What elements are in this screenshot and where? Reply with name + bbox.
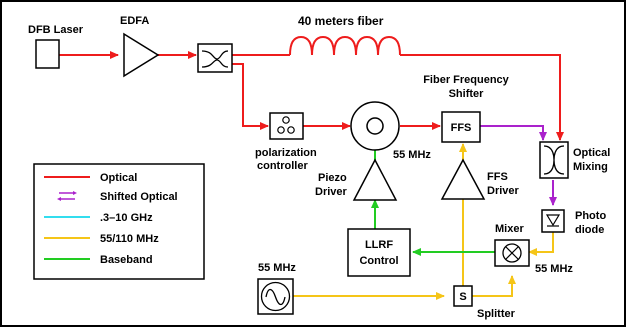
ffs-to-mixing-line: [480, 125, 547, 141]
polarization-label-line1: polarization: [255, 147, 317, 159]
mixer-label: Mixer: [495, 223, 524, 235]
ffs-box-label: FFS: [451, 122, 472, 134]
legend-label-shifted-optical: Shifted Optical: [100, 191, 178, 203]
photodiode-to-mixer-line: [528, 232, 554, 256]
fiber-coil: [289, 35, 401, 56]
edfa-triangle: [123, 32, 160, 78]
ffs-title-line2: Shifter: [449, 88, 485, 100]
llrf-label-line1: LLRF: [365, 239, 393, 251]
mixing-curve-bottom: [543, 159, 565, 175]
legend-shifted-arrow-left: [57, 197, 61, 201]
piezo-driver-label-line2: Driver: [315, 186, 348, 198]
ffs-title-line1: Fiber Frequency: [423, 74, 509, 86]
shifted-optical-paths: [480, 125, 557, 206]
splitter-box: [453, 285, 473, 307]
fiber-label: 40 meters fiber: [298, 14, 384, 28]
splitter-box-label: S: [459, 291, 466, 303]
optical-mixing-label-line2: Mixing: [573, 161, 608, 173]
polarization-loop-icon: [277, 126, 285, 134]
ffs-frequency-label: 55 MHz: [393, 149, 431, 161]
llrf-label-line2: Control: [359, 255, 398, 267]
coupler-curve-top: [201, 50, 229, 60]
dfb-laser-box: [35, 39, 60, 69]
photodiode-icon: [545, 214, 561, 227]
piezo-driver-label-line1: Piezo: [318, 172, 347, 184]
mhz-paths: [293, 143, 554, 300]
legend-label-ghz: .3–10 GHz: [100, 212, 153, 224]
mixer-frequency-label: 55 MHz: [535, 263, 573, 275]
polarization-loop-icon: [287, 126, 295, 134]
llrf-control-box: [347, 228, 411, 277]
fiber-to-mixing-line: [400, 54, 564, 141]
edfa-label: EDFA: [120, 15, 149, 27]
ffs-driver-label-line2: Driver: [487, 185, 520, 197]
splitter-to-mixer-line: [472, 275, 516, 297]
legend: Optical Shifted Optical .3–10 GHz 55/110…: [33, 163, 205, 280]
piezo-driver-triangle: [352, 158, 398, 201]
sine-wave-icon: [265, 288, 286, 306]
coupler-to-polarization-line: [224, 63, 269, 130]
piezo-stretcher-inner-ring: [366, 117, 384, 135]
coupler-curve-bottom: [201, 59, 229, 68]
photodiode-label-line2: diode: [575, 224, 604, 236]
optical-mixing-label-line1: Optical: [573, 147, 610, 159]
legend-label-mhz: 55/110 MHz: [100, 233, 159, 245]
legend-shifted-arrow-right: [73, 191, 77, 195]
dfb-laser-label: DFB Laser: [28, 24, 84, 36]
ffs-driver-label-line1: FFS: [487, 171, 508, 183]
photodiode-label-line1: Photo: [575, 210, 606, 222]
mixer-icon-cross-b: [505, 246, 519, 260]
polarization-loop-icon: [282, 116, 290, 124]
optical-paths: [59, 35, 564, 141]
ffs-box: [441, 111, 481, 143]
splitter-label: Splitter: [477, 308, 516, 320]
legend-label-optical: Optical: [100, 172, 137, 184]
oscillator-label: 55 MHz: [258, 262, 296, 274]
polarization-label-line2: controller: [257, 160, 308, 172]
legend-label-baseband: Baseband: [100, 254, 153, 266]
ffs-driver-triangle: [440, 158, 486, 200]
